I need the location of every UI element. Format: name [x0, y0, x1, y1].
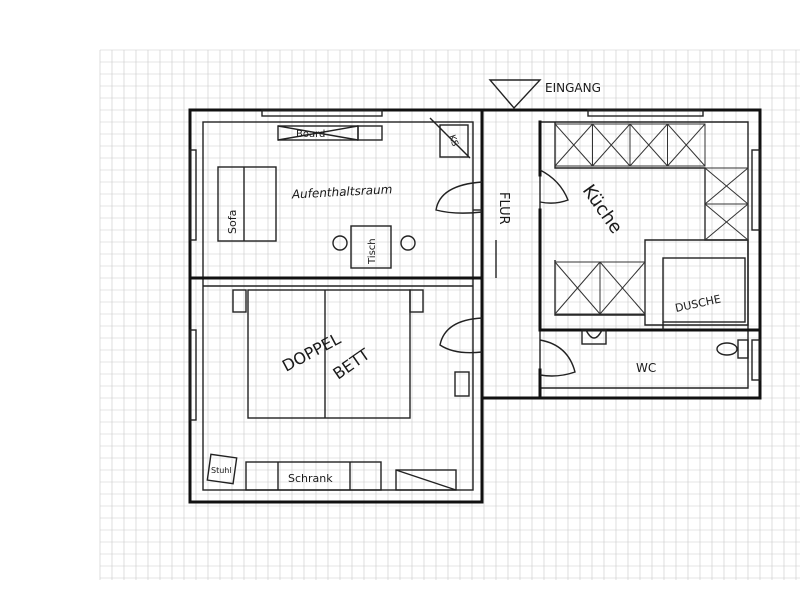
counter-cell [667, 123, 706, 167]
window-bedroom-left [189, 329, 197, 421]
entrance-label: EINGANG [545, 81, 601, 95]
kitchen-label: Küche [578, 181, 627, 238]
fridge-diagonal [429, 117, 471, 159]
table-furniture [350, 225, 392, 269]
toilet-tank-icon [737, 339, 749, 359]
counter-cell [599, 261, 646, 315]
entrance-triangle-icon [488, 79, 542, 110]
counter-hatch [704, 167, 749, 205]
graph-paper-grid [99, 49, 800, 580]
sink-icon [581, 329, 607, 345]
counter-hatch [599, 261, 646, 315]
wc-door [539, 339, 576, 377]
kitchen-counter-edge [554, 122, 748, 241]
window-wc-right [751, 339, 761, 381]
double-bed-furniture [247, 289, 411, 419]
living-room: Board Sofa Tisch KS Aufenthaltsraum [217, 117, 471, 269]
desk-furniture [395, 469, 457, 491]
bedroom: DOPPEL BETT Stuhl Schrank [206, 289, 470, 491]
shower-enclosure [644, 239, 749, 326]
doors [435, 169, 576, 377]
counter-hatch [554, 123, 593, 167]
living-room-label: Aufenthaltsraum [290, 182, 392, 201]
counter-cell [704, 203, 749, 241]
left-block-outer-wall [188, 108, 484, 504]
counter-hatch [704, 203, 749, 241]
bedroom-door [439, 317, 483, 354]
counter-hatch [629, 123, 668, 167]
kitchen-door [539, 169, 569, 204]
wc-label: WC [636, 361, 656, 375]
wardrobe-furniture [245, 461, 382, 491]
sink-bowl [585, 329, 603, 339]
nightstand-left [232, 289, 247, 313]
chair-furniture [206, 453, 238, 485]
desk-diagonal [395, 469, 457, 491]
counter-hatch [592, 123, 631, 167]
window-kitchen-top [587, 109, 704, 117]
fridge-label: KS [446, 134, 459, 149]
chair-left-icon [332, 235, 348, 251]
walls [188, 108, 762, 504]
nightstand-right [409, 289, 424, 313]
table-label: Tisch [367, 238, 378, 265]
board-side [357, 125, 383, 141]
bin-icon [454, 371, 470, 397]
chair-label: Stuhl [211, 466, 232, 475]
window-kitchen-right [751, 149, 761, 231]
window-living-top [261, 109, 383, 117]
board-cross-2 [277, 125, 359, 141]
counter-hatch [554, 261, 601, 315]
sofa-furniture [217, 166, 277, 242]
toilet-bowl-icon [716, 342, 738, 356]
sofa-label: Sofa [226, 210, 239, 234]
living-room-door [435, 181, 483, 214]
kitchen-counters [554, 122, 749, 316]
chair-right-icon [400, 235, 416, 251]
wardrobe-label: Schrank [288, 472, 333, 485]
hallway-label: FLUR [496, 192, 511, 225]
window-living-left [189, 149, 197, 241]
shower-tray [662, 257, 746, 323]
counter-hatch [667, 123, 706, 167]
entrance-marker: EINGANG [488, 79, 601, 110]
shower-label: DUSCHE [674, 293, 722, 315]
fridge-furniture [439, 124, 469, 158]
wc-fixtures [581, 329, 749, 359]
board-label: Board [296, 129, 325, 140]
